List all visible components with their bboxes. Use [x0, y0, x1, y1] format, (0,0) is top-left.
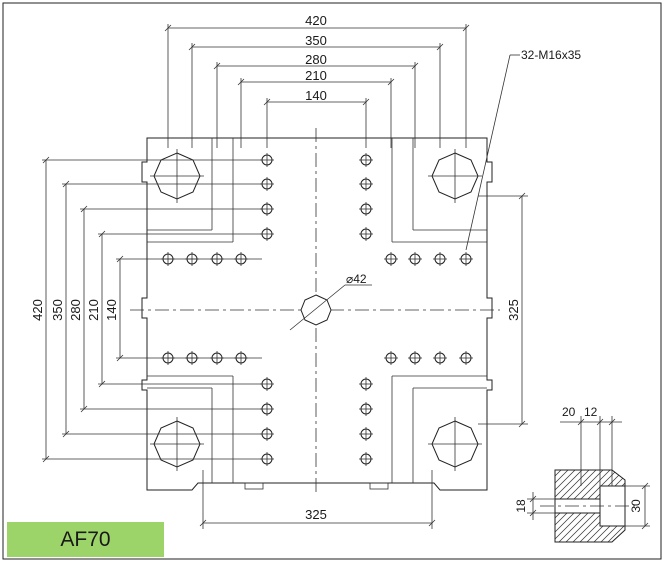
- threaded-hole: [260, 153, 274, 167]
- section-dim-12: 12: [584, 405, 598, 419]
- dim-right-325: 325: [506, 299, 521, 321]
- model-badge: AF70: [7, 522, 164, 557]
- center-hole-label: ⌀42: [346, 272, 367, 286]
- threaded-hole: [408, 252, 422, 266]
- threaded-hole: [384, 351, 398, 365]
- threaded-hole: [433, 252, 447, 266]
- threaded-hole: [433, 351, 447, 365]
- slot-lines: [147, 138, 487, 490]
- threaded-hole: [359, 427, 373, 441]
- dim-top-420: 420: [305, 13, 327, 28]
- section-detail: [527, 416, 650, 543]
- threaded-hole: [359, 227, 373, 241]
- section-dim-18: 18: [514, 499, 528, 513]
- thread-callout-label: 32-M16x35: [521, 48, 581, 62]
- threaded-hole: [459, 252, 473, 266]
- dim-top-280: 280: [305, 52, 327, 67]
- center-hole-leader: [289, 284, 346, 331]
- thread-callout-leader: [465, 54, 511, 251]
- threaded-hole: [384, 252, 398, 266]
- threaded-hole: [359, 377, 373, 391]
- threaded-hole: [260, 202, 274, 216]
- threaded-holes: [161, 153, 473, 466]
- outer-border: [2, 2, 662, 560]
- threaded-hole: [359, 402, 373, 416]
- dim-top-140: 140: [305, 88, 327, 103]
- threaded-hole: [359, 202, 373, 216]
- dim-left-140: 140: [104, 299, 119, 321]
- dim-left-280: 280: [68, 299, 83, 321]
- center-locating-hole: [300, 294, 332, 326]
- threaded-hole: [459, 351, 473, 365]
- threaded-hole: [260, 177, 274, 191]
- dim-left-350: 350: [50, 299, 65, 321]
- threaded-hole: [260, 227, 274, 241]
- threaded-hole: [260, 427, 274, 441]
- section-dim-20: 20: [562, 405, 576, 419]
- dim-top-210: 210: [305, 68, 327, 83]
- dimension-lines: [42, 24, 649, 530]
- threaded-hole: [408, 351, 422, 365]
- section-dim-30: 30: [629, 499, 643, 513]
- dim-top-350: 350: [305, 33, 327, 48]
- dim-left-420: 420: [30, 299, 45, 321]
- threaded-hole: [260, 402, 274, 416]
- dim-bottom-325: 325: [305, 507, 327, 522]
- threaded-hole: [359, 177, 373, 191]
- threaded-hole: [260, 377, 274, 391]
- platen-outline: [141, 137, 493, 491]
- threaded-hole: [359, 452, 373, 466]
- threaded-hole: [260, 452, 274, 466]
- model-label: AF70: [60, 528, 111, 551]
- dim-left-210: 210: [86, 299, 101, 321]
- tie-bar-holes: [150, 149, 482, 471]
- threaded-hole: [359, 153, 373, 167]
